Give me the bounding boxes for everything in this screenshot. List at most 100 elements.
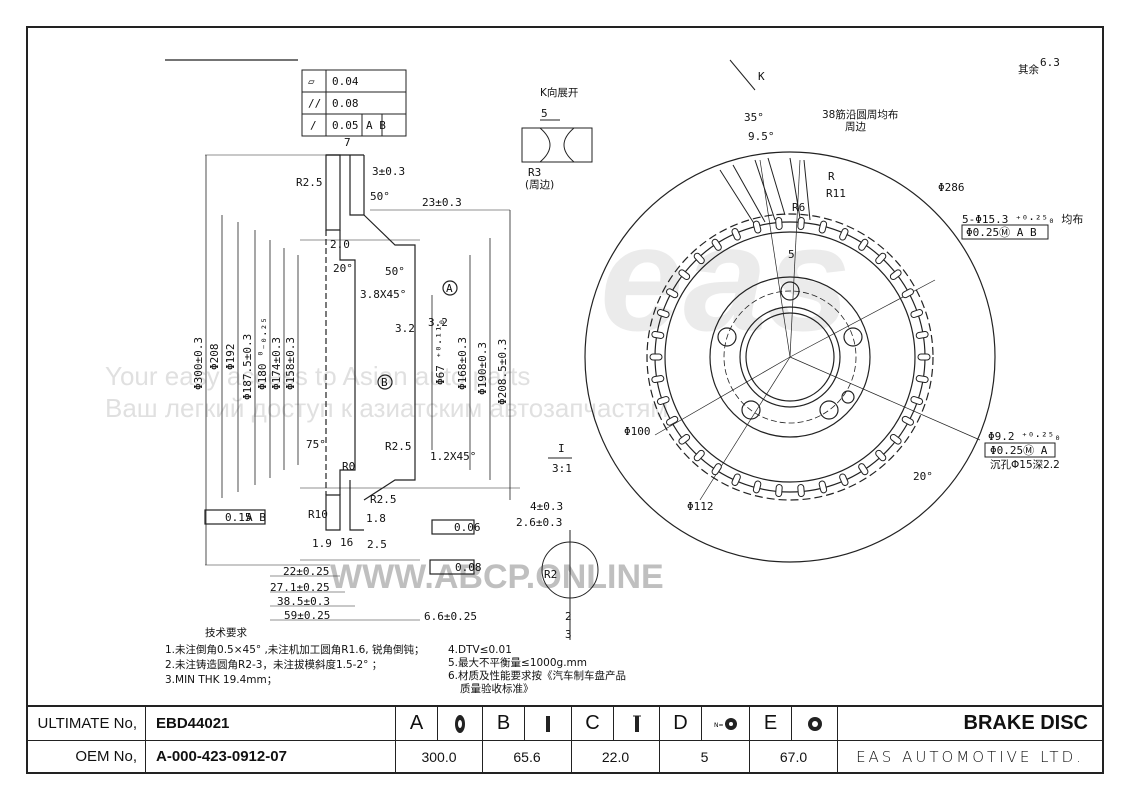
- technical-requirements: 技术要求 1.未注倒角0.5×45° ,未注机加工圆角R1.6, 锐角倒钝； 2…: [165, 626, 626, 695]
- dim-v174: Φ174±0.3: [270, 337, 283, 390]
- dim-59: 59±0.25: [284, 609, 330, 622]
- dim-35deg: 35°: [744, 111, 764, 124]
- disc-diameter-icon: [438, 707, 483, 740]
- col-c-letter: C: [572, 707, 614, 740]
- k-dim-r3: R3: [528, 166, 541, 179]
- dim-bolt-holes: 5-Φ15.3 ⁺⁰·²⁵₀ 均布: [962, 213, 1083, 226]
- dim-23: 23±0.3: [422, 196, 462, 209]
- datum-a: A: [446, 282, 453, 295]
- watermark: eas Your easy access to Asian auto parts…: [105, 194, 850, 596]
- rib-slot: [915, 375, 929, 384]
- dim-d100: Φ100: [624, 425, 651, 438]
- flatness-0-08: 0.08: [455, 561, 482, 574]
- dim-v168: Φ168±0.3: [456, 337, 469, 390]
- title-block: ULTIMATE No, EBD44021 A B C D N= E BRAKE…: [28, 705, 1102, 773]
- dim-r0: R0: [342, 460, 355, 473]
- section-dimensions: 7 3±0.3 R2.5 50° 23±0.3 2.0 20° 50° 3.8X…: [192, 136, 572, 641]
- dim-hole-9-2-tol: Φ0.25Ⓜ A: [990, 444, 1048, 457]
- dim-d286: Φ286: [938, 181, 965, 194]
- ribs-note-2: 周边: [845, 121, 866, 133]
- tech-note-7: 质量验收标准》: [460, 682, 534, 695]
- dim-small-3: 3: [565, 628, 572, 641]
- oem-label: OEM No,: [28, 740, 146, 773]
- dim-v158: Φ158±0.3: [284, 337, 297, 390]
- rib-slot: [910, 309, 924, 318]
- bolt-holes-icon: N=: [702, 707, 750, 740]
- tol-symbol-parallel: //: [308, 97, 321, 110]
- dim-v300: Φ300±0.3: [192, 337, 205, 390]
- dim-r2-5: R2.5: [296, 176, 323, 189]
- rib-slot: [666, 415, 679, 426]
- tol-value-flatness: 0.04: [332, 75, 359, 88]
- k-dim-r3-note: (周边): [525, 179, 554, 191]
- tech-note-6: 6.材质及性能要求按《汽车制车盘产品: [448, 669, 626, 682]
- dim-d112: Φ112: [687, 500, 714, 513]
- rib-slot: [651, 375, 665, 384]
- disc-height-icon: [525, 707, 572, 740]
- rib-slot: [711, 463, 722, 476]
- tol-value-parallel: 0.08: [332, 97, 359, 110]
- technical-drawing: eas Your easy access to Asian auto parts…: [105, 56, 1083, 695]
- dim-r6: R6: [792, 201, 805, 214]
- rib-slot: [775, 484, 783, 498]
- section-view: [204, 154, 520, 621]
- company-name: EAS AUTOMOTIVE LTD.: [856, 747, 1084, 766]
- tol-value-runout: 0.05: [332, 119, 359, 132]
- rib-slot: [901, 288, 914, 299]
- dim-r11: R11: [826, 187, 846, 200]
- dim-v192: Φ192: [224, 344, 237, 371]
- dim-r2-5c: R2.5: [370, 493, 397, 506]
- rib-slot: [711, 238, 722, 251]
- rib-slot: [731, 473, 741, 486]
- dim-22: 22±0.25: [283, 565, 329, 578]
- rib-slot: [910, 396, 924, 405]
- dim-chamfer-1-2: 1.2X45°: [430, 450, 476, 463]
- dim-v187-5: Φ187.5±0.3: [241, 334, 254, 400]
- center-bore-icon: [792, 707, 838, 740]
- rib-slot: [818, 480, 828, 494]
- col-d-letter: D: [660, 707, 702, 740]
- tech-note-3: 3.MIN THK 19.4mm；: [165, 674, 277, 686]
- dim-20deg: 20°: [333, 262, 353, 275]
- k-view-label: K向展开: [540, 86, 578, 99]
- scale-mark: I: [558, 442, 565, 455]
- rib-slot: [693, 449, 705, 462]
- col-e-value: 67.0: [750, 740, 838, 773]
- scale-detail: [541, 530, 599, 640]
- rib-slot: [818, 220, 828, 234]
- dim-r2-5b: R2.5: [385, 440, 412, 453]
- rib-slot: [917, 353, 931, 361]
- rib-slot: [889, 269, 902, 281]
- dim-27-1: 27.1±0.25: [270, 581, 330, 594]
- ultimate-label: ULTIMATE No,: [28, 707, 146, 740]
- tol-symbol-runout: /: [310, 119, 317, 132]
- rib-slot: [875, 252, 887, 265]
- dim-38-5: 38.5±0.3: [277, 595, 330, 608]
- dim-7: 7: [344, 136, 351, 149]
- dim-v208-5: Φ208.5±0.3: [496, 339, 509, 405]
- tech-notes-heading: 技术要求: [205, 626, 247, 639]
- rib-slot: [875, 449, 887, 462]
- col-a-letter: A: [396, 707, 438, 740]
- watermark-line-2: Ваш легкий доступ к азиатским автозапчас…: [105, 393, 668, 423]
- ultimate-value: EBD44021: [146, 707, 396, 740]
- rib-slot: [797, 216, 805, 230]
- rib-slots: [649, 216, 931, 498]
- surface-finish-label: 其余: [1018, 63, 1040, 76]
- dim-v180: Φ180 ⁰₋₀.₂₅: [256, 317, 269, 390]
- dim-3: 3±0.3: [372, 165, 405, 178]
- dim-chamfer-3-8: 3.8X45°: [360, 288, 406, 301]
- dim-r: R: [828, 170, 835, 183]
- watermark-line-1: Your easy access to Asian auto parts: [105, 361, 530, 391]
- dim-bolt-holes-tol: Φ0.25Ⓜ A B: [966, 226, 1037, 239]
- rib-slot: [731, 228, 741, 241]
- watermark-url: WWW.ABCP.ONLINE: [330, 558, 664, 596]
- rib-slot: [678, 433, 691, 445]
- dim-9-5deg: 9.5°: [748, 130, 775, 143]
- rib-slot: [649, 353, 663, 361]
- rib-slot: [915, 330, 929, 339]
- dim-small-2: 2: [565, 610, 572, 623]
- col-e-letter: E: [750, 707, 792, 740]
- rib-slot: [858, 238, 869, 251]
- title-row-1: ULTIMATE No, EBD44021 A B C D N= E BRAKE…: [28, 707, 1102, 741]
